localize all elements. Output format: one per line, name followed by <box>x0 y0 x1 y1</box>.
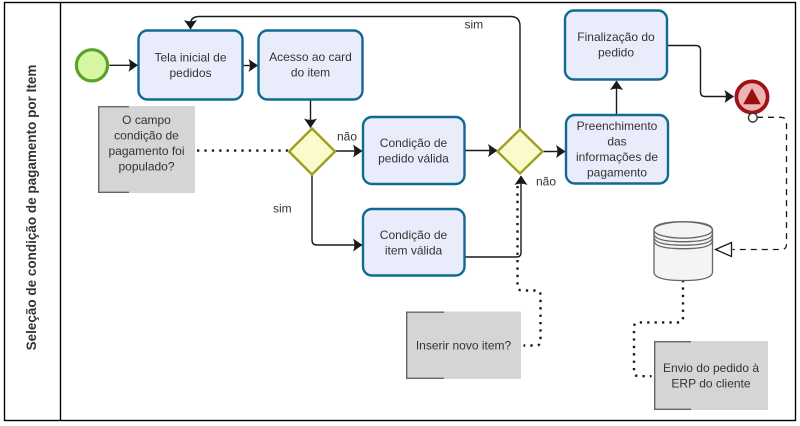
svg-text:pedidos: pedidos <box>169 66 211 80</box>
svg-text:pedido: pedido <box>598 46 634 60</box>
svg-text:não: não <box>337 130 357 144</box>
svg-text:Seleção de condição de pagamen: Seleção de condição de pagamento por Ite… <box>24 65 39 351</box>
svg-text:Tela inicial de: Tela inicial de <box>154 51 226 65</box>
svg-text:ERP do cliente: ERP do cliente <box>671 377 750 391</box>
svg-text:O campo: O campo <box>122 113 171 127</box>
svg-text:Envio do pedido à: Envio do pedido à <box>663 361 759 375</box>
svg-text:condição de: condição de <box>114 129 179 143</box>
svg-text:informações de: informações de <box>576 150 658 164</box>
svg-text:pagamento: pagamento <box>587 166 647 180</box>
svg-text:do item: do item <box>291 66 330 80</box>
svg-text:populado?: populado? <box>118 160 174 174</box>
svg-text:não: não <box>536 175 556 189</box>
svg-text:item válida: item válida <box>385 244 443 258</box>
svg-text:Condição de: Condição de <box>380 136 448 150</box>
svg-text:pagamento foi: pagamento foi <box>108 144 184 158</box>
svg-text:pedido válida: pedido válida <box>378 152 449 166</box>
svg-text:das: das <box>607 135 626 149</box>
svg-text:Preenchimento: Preenchimento <box>577 119 658 133</box>
svg-text:Finalização do: Finalização do <box>577 30 655 44</box>
svg-text:sim: sim <box>273 202 292 216</box>
svg-text:Acesso ao card: Acesso ao card <box>269 50 352 64</box>
svg-text:Inserir novo item?: Inserir novo item? <box>416 339 512 353</box>
svg-text:sim: sim <box>465 18 484 32</box>
svg-text:Condição de: Condição de <box>380 228 448 242</box>
